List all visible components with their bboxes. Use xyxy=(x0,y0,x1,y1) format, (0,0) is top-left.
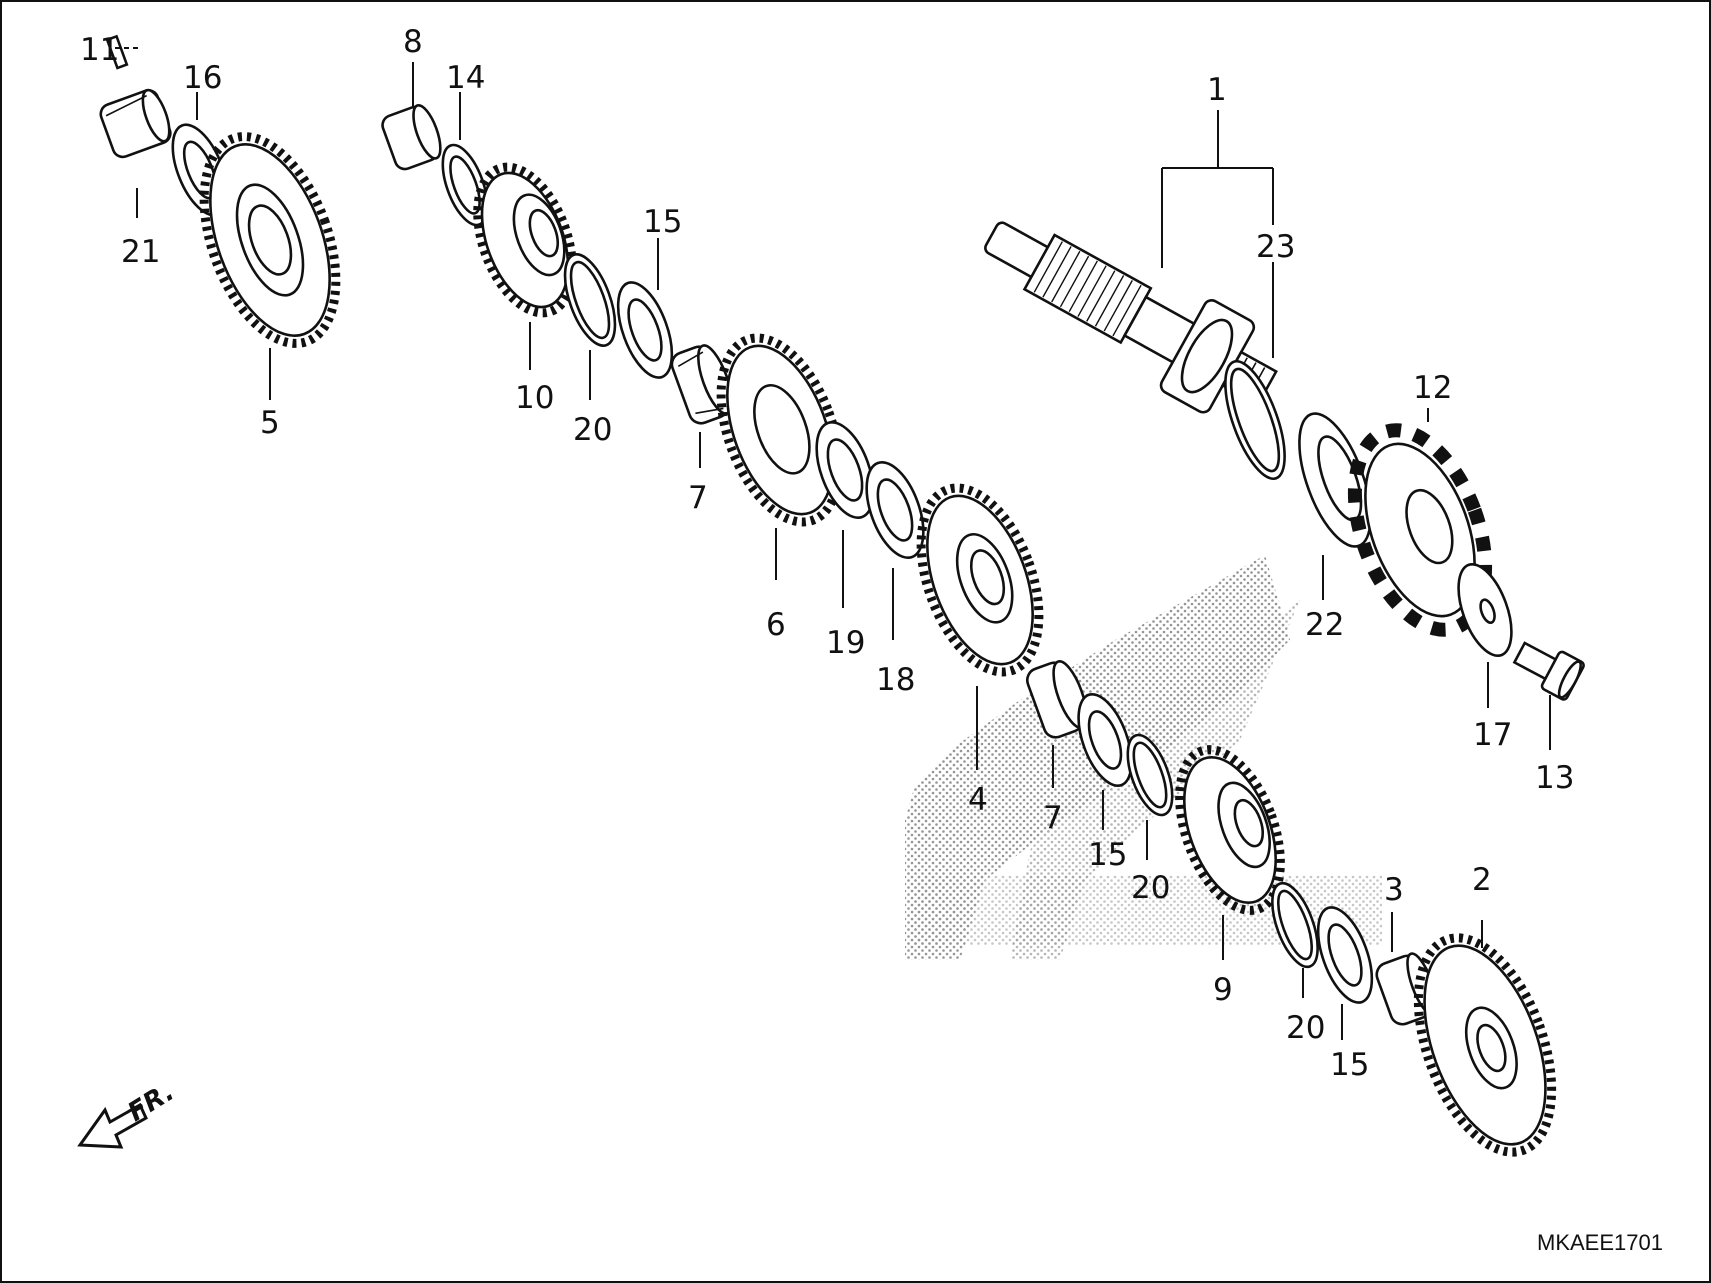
callout-8: 8 xyxy=(403,24,423,60)
callout-17: 17 xyxy=(1473,717,1512,753)
callout-23: 23 xyxy=(1256,229,1295,265)
drawing-code: MKAEE1701 xyxy=(1537,1230,1663,1255)
callout-5: 4 xyxy=(968,782,988,818)
callout-22: 22 xyxy=(1305,607,1344,643)
part-circlip-3 xyxy=(1271,881,1319,969)
callout-2: 2 xyxy=(1472,862,1492,898)
callout-20-b: 20 xyxy=(1131,870,1170,906)
part-splined-washer-3 xyxy=(1316,906,1374,1004)
callout-15-b: 15 xyxy=(1088,837,1127,873)
callout-20-a: 20 xyxy=(573,412,612,448)
callout-14: 14 xyxy=(446,60,485,96)
callout-3: 5 xyxy=(260,405,280,441)
callout-15-c: 15 xyxy=(1330,1047,1369,1083)
part-bushing xyxy=(99,34,172,159)
part-splined-washer xyxy=(616,281,674,379)
part-gear-9 xyxy=(1175,745,1285,915)
part-splined-washer-18 xyxy=(865,461,925,559)
callout-13: 13 xyxy=(1535,760,1574,796)
callout-1: 1 xyxy=(1207,72,1227,108)
callout-6: 6 xyxy=(766,607,786,643)
part-circlip xyxy=(563,253,617,347)
callout-7-b: 7 xyxy=(1043,800,1063,836)
leader-lines xyxy=(115,47,1551,1040)
part-snap-ring xyxy=(1224,359,1286,481)
part-drive-sprocket xyxy=(1347,423,1493,637)
part-circlip-2 xyxy=(1126,733,1174,817)
part-gear-6 xyxy=(716,333,844,527)
part-lock-washer xyxy=(815,421,875,519)
callout-12: 11 xyxy=(80,32,119,68)
callout-10: 10 xyxy=(515,380,554,416)
callout-20-c: 20 xyxy=(1286,1010,1325,1046)
part-plate-washer xyxy=(1457,562,1513,658)
callout-9: 9 xyxy=(1213,972,1233,1008)
callout-labels: 11 16 21 5 8 14 10 20 15 7 6 19 18 4 7 1… xyxy=(80,24,1574,1083)
callout-19: 19 xyxy=(826,625,865,661)
part-gear-2 xyxy=(1413,933,1557,1157)
part-splined-washer-2 xyxy=(1077,692,1133,788)
part-bolt xyxy=(1512,641,1585,701)
callout-4: 3 xyxy=(1384,872,1404,908)
part-gear-3 xyxy=(199,132,341,348)
part-gear-10 xyxy=(473,162,577,318)
callout-7-a: 7 xyxy=(688,480,708,516)
part-gear-5 xyxy=(916,483,1044,677)
part-washer-14 xyxy=(441,143,489,227)
front-direction-arrow: FR. xyxy=(77,1077,180,1149)
callout-11: 12 xyxy=(1413,370,1452,406)
callout-18: 18 xyxy=(876,662,915,698)
callout-15-a: 15 xyxy=(643,204,682,240)
callout-16: 16 xyxy=(183,60,222,96)
part-bushing-8 xyxy=(381,104,442,171)
callout-21: 21 xyxy=(121,234,160,270)
